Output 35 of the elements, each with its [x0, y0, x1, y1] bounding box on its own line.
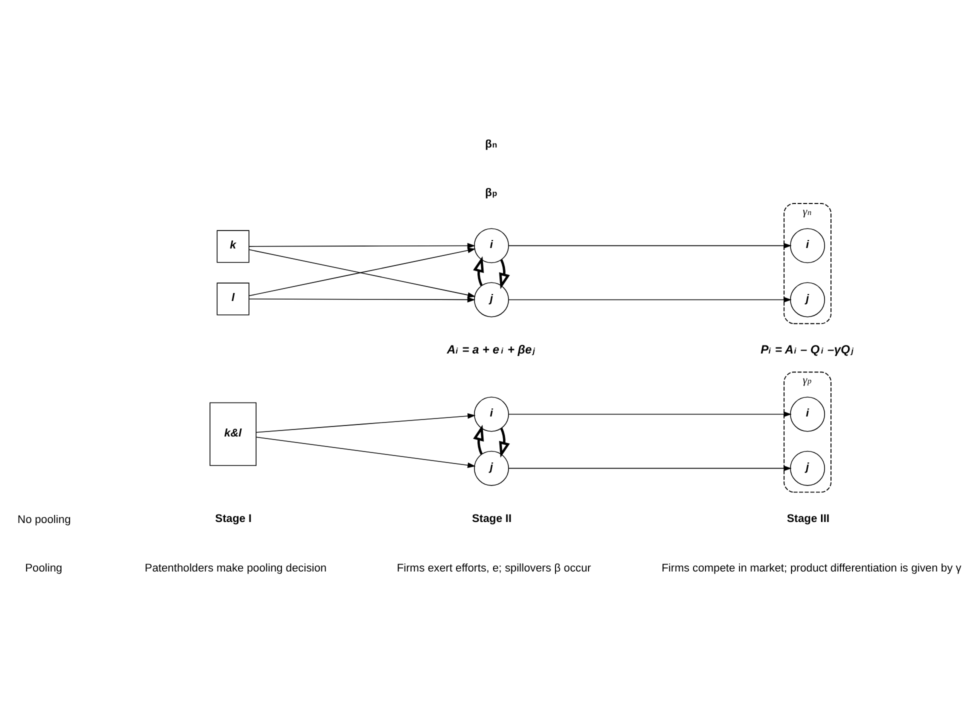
node-box: k — [216, 230, 250, 262]
node-circle: j — [790, 282, 826, 317]
node-box: k&l — [210, 402, 256, 466]
label: Stage III — [786, 512, 830, 525]
label: Firms compete in market; product differentiation is given by γ — [662, 562, 962, 574]
arrow — [256, 436, 476, 468]
label: No pooling — [18, 513, 71, 526]
arrow — [508, 410, 792, 417]
label: Firms exert efforts, e; spillovers β occur — [396, 562, 591, 574]
node-circle: j — [790, 450, 826, 486]
label: Stage II — [472, 512, 512, 525]
node-circle: j — [474, 450, 509, 486]
label: Ai = a + ei + βej — [446, 342, 536, 356]
node-circle: i — [474, 228, 509, 263]
arrow — [499, 427, 510, 458]
arrow — [508, 465, 792, 471]
arrow — [473, 424, 484, 454]
label: Stage I — [215, 512, 252, 525]
node-box: l — [216, 282, 250, 315]
label: Pi = Ai – Qi –γQj — [760, 342, 854, 356]
node-circle: j — [474, 282, 509, 317]
arrow — [508, 242, 792, 248]
label: Pooling — [25, 562, 62, 574]
arrow — [256, 412, 476, 432]
node-circle: i — [790, 396, 826, 432]
arrow — [508, 296, 792, 302]
arrow — [473, 256, 484, 286]
label: Patentholders make pooling decision — [144, 562, 327, 574]
node-circle: i — [474, 396, 509, 432]
node-circle: i — [790, 228, 826, 263]
label: βp — [485, 186, 498, 199]
arrow — [499, 258, 510, 289]
arrow — [248, 242, 476, 248]
arrow — [248, 296, 476, 302]
label: βn — [485, 138, 498, 150]
